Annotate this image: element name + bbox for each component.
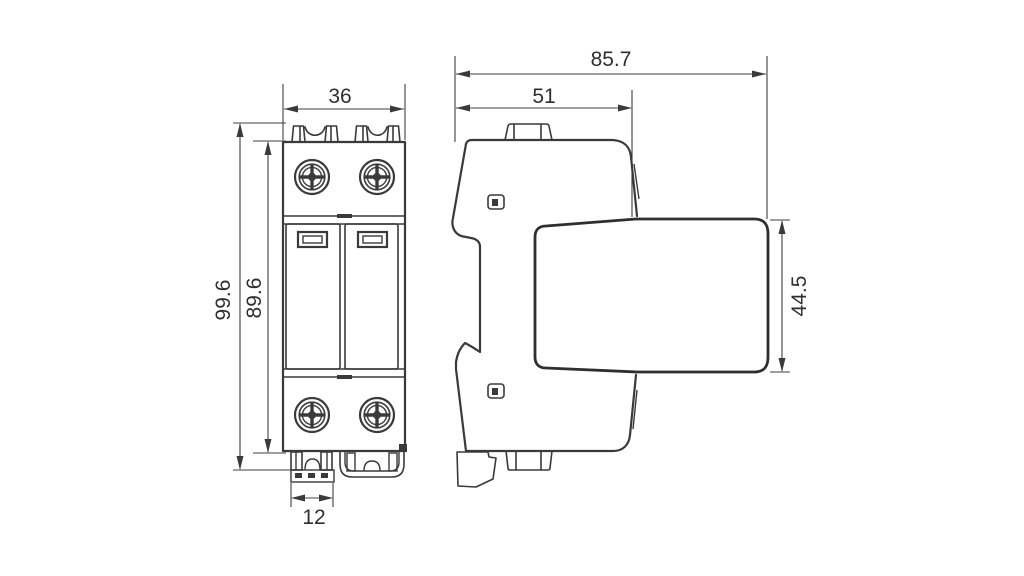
- dim-label-front-overall-height: 99.6: [212, 280, 235, 321]
- side-view: 85.7 51 44.5: [451, 48, 811, 488]
- side-marker-bottom: [487, 383, 505, 399]
- front-top-terminal-clamps: [291, 125, 401, 143]
- screw-terminal-top-right: [358, 158, 396, 196]
- front-bottom-terminal: [290, 451, 335, 483]
- dim-label-side-module-height: 44.5: [788, 276, 811, 317]
- front-view: 36 99.6 89.6 12: [212, 84, 407, 529]
- side-module-outline: [533, 217, 770, 374]
- screw-terminal-bottom-left: [293, 396, 331, 434]
- dim-label-front-width: 36: [328, 85, 351, 108]
- front-body-outline: [281, 140, 407, 453]
- screw-terminal-top-left: [293, 158, 331, 196]
- dim-label-front-terminal-width: 12: [302, 506, 325, 529]
- side-edge-tab-bottom: [632, 389, 638, 430]
- dim-front-overall-height: 99.6: [212, 122, 291, 471]
- dim-label-front-body-height: 89.6: [243, 278, 266, 319]
- side-edge-tab-top: [633, 163, 640, 200]
- dim-front-body-height: 89.6: [243, 140, 286, 454]
- dim-front-width: 36: [282, 84, 406, 140]
- screw-terminal-bottom-right: [358, 396, 396, 434]
- dim-side-base-depth: 51: [456, 85, 633, 217]
- dim-side-module-height: 44.5: [770, 219, 811, 373]
- front-module-left-window: [296, 230, 329, 249]
- side-bottom-terminal: [505, 450, 553, 471]
- front-module-right-window: [356, 230, 389, 249]
- front-module-left: [285, 223, 341, 370]
- side-din-clip: [456, 451, 497, 488]
- side-base-outline: [451, 138, 640, 453]
- dim-label-side-overall-depth: 85.7: [591, 48, 632, 71]
- front-body-corner-step: [399, 444, 407, 452]
- front-module-bays: [283, 214, 405, 379]
- dim-front-terminal-width: 12: [290, 483, 334, 529]
- front-din-clip: [339, 444, 407, 478]
- side-top-tab: [504, 123, 553, 141]
- dim-label-side-base-depth: 51: [532, 85, 555, 108]
- dim-side-overall-depth: 85.7: [454, 48, 768, 219]
- front-module-right: [344, 223, 399, 370]
- side-marker-top: [487, 194, 505, 210]
